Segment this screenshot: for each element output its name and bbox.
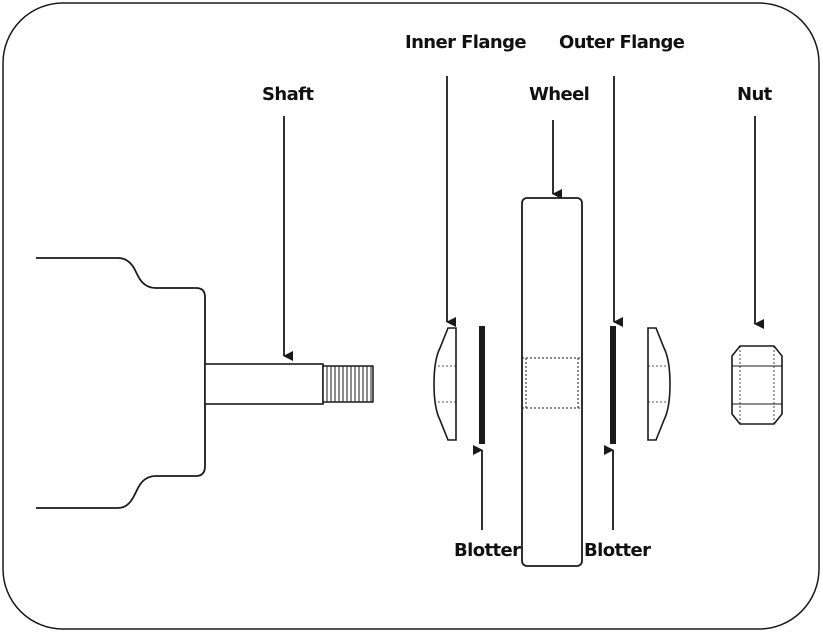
- label-shaft: Shaft: [262, 84, 314, 105]
- wheel: [521, 197, 583, 567]
- label-nut: Nut: [737, 84, 772, 105]
- shaft: [204, 363, 324, 405]
- blotter-right: [610, 326, 616, 444]
- outer-flange: [647, 327, 671, 441]
- label-blotter-left: Blotter: [454, 540, 521, 561]
- blotter-left: [479, 326, 485, 444]
- nut: [731, 345, 783, 425]
- label-outer-flange: Outer Flange: [559, 32, 685, 53]
- inner-flange: [433, 327, 457, 441]
- shaft-thread: [322, 365, 374, 403]
- motor-housing: [36, 257, 206, 509]
- label-blotter-right: Blotter: [584, 540, 651, 561]
- label-wheel: Wheel: [529, 84, 590, 105]
- label-inner-flange: Inner Flange: [405, 32, 527, 53]
